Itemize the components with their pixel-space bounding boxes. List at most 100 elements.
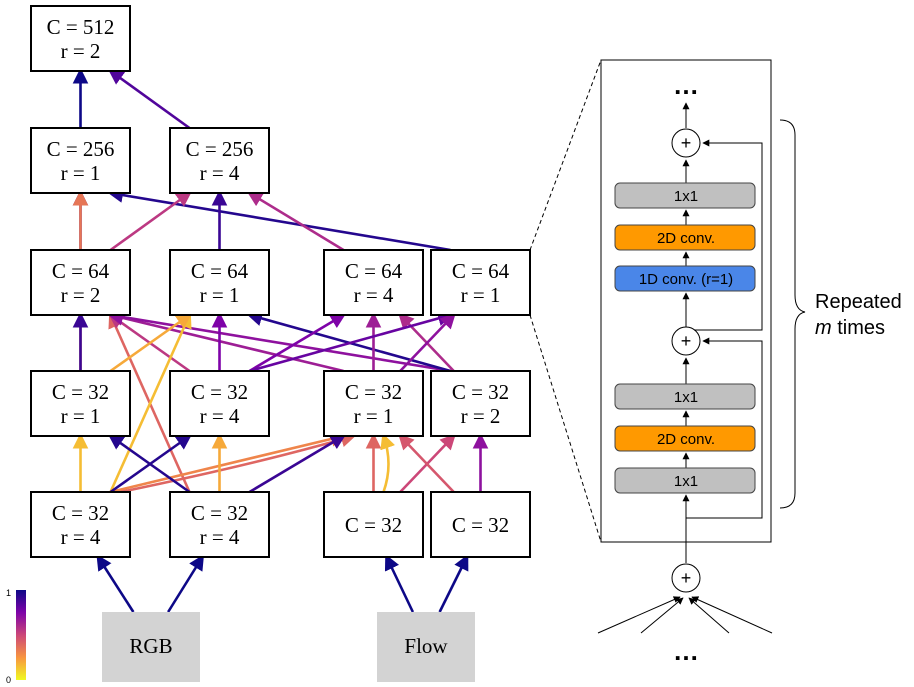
zoom-line-bottom bbox=[529, 314, 602, 543]
node-layer: C = 512 r = 2 C = 256 r = 1 C = 256 r = … bbox=[30, 5, 531, 558]
input-flow-label: Flow bbox=[404, 634, 448, 658]
node-rate-label: r = 1 bbox=[200, 283, 240, 307]
node-c256-r1: C = 256 r = 1 bbox=[30, 127, 131, 194]
layer-2d-conv-upper bbox=[614, 224, 756, 251]
input-flow: Flow bbox=[377, 612, 475, 682]
node-c512-r2: C = 512 r = 2 bbox=[30, 5, 131, 72]
node-c32-r1-a: C = 32 r = 1 bbox=[30, 370, 131, 437]
connection-edge bbox=[107, 434, 191, 494]
node-channels-label: C = 32 bbox=[52, 501, 109, 525]
node-c256-r4: C = 256 r = 4 bbox=[169, 127, 270, 194]
layer-label: 2D conv. bbox=[657, 431, 715, 448]
colorbar-min-label: 0 bbox=[6, 675, 11, 685]
input-rgb-label: RGB bbox=[129, 634, 172, 658]
connection-edge bbox=[399, 312, 456, 372]
connection-edge bbox=[246, 191, 345, 252]
repeat-label-line2: m times bbox=[815, 317, 885, 339]
layer-1x1-lower-a bbox=[614, 383, 756, 410]
top-ellipsis: … bbox=[673, 70, 699, 100]
node-rate-label: r = 2 bbox=[461, 404, 501, 428]
connection-edge bbox=[107, 187, 451, 252]
layer-1x1-upper bbox=[614, 182, 756, 209]
layer-label: 1x1 bbox=[674, 188, 698, 205]
colorbar: 1 0 bbox=[6, 588, 26, 685]
node-channels-label: C = 64 bbox=[345, 259, 403, 283]
node-c64-r1-b: C = 64 r = 1 bbox=[430, 249, 531, 316]
node-rate-label: r = 4 bbox=[61, 525, 101, 549]
node-channels-label: C = 32 bbox=[452, 380, 509, 404]
zoom-line-top bbox=[529, 59, 602, 251]
node-rate-label: r = 1 bbox=[461, 283, 501, 307]
layer-1d-conv bbox=[614, 265, 756, 292]
layer-label: 1x1 bbox=[674, 389, 698, 406]
colorbar-gradient bbox=[16, 590, 26, 680]
node-channels-label: C = 32 bbox=[345, 380, 402, 404]
node-c32-r4-a: C = 32 r = 4 bbox=[169, 370, 270, 437]
node-rate-label: r = 4 bbox=[354, 283, 394, 307]
layer-label: 2D conv. bbox=[657, 230, 715, 247]
node-c32-r4-c: C = 32 r = 4 bbox=[169, 491, 270, 558]
layer-label: 1x1 bbox=[674, 473, 698, 490]
node-channels-label: C = 64 bbox=[452, 259, 510, 283]
input-aggregation: + … bbox=[597, 563, 773, 666]
connection-edge bbox=[398, 433, 455, 493]
connection-edge bbox=[110, 431, 347, 494]
block-detail-panel: … + 1x1 2D conv. 1D conv. (r=1) + 1x1 2D… bbox=[600, 59, 772, 563]
node-rate-label: r = 1 bbox=[61, 404, 101, 428]
connection-layer bbox=[72, 67, 489, 613]
skip-connection-lower bbox=[686, 337, 763, 519]
node-channels-label: C = 32 bbox=[452, 513, 509, 537]
connection-edge bbox=[248, 434, 347, 494]
node-rate-label: r = 2 bbox=[61, 283, 101, 307]
node-channels-label: C = 32 bbox=[345, 513, 402, 537]
node-channels-label: C = 32 bbox=[52, 380, 109, 404]
node-c64-r2: C = 64 r = 2 bbox=[30, 249, 131, 316]
node-c32-flow-b: C = 32 bbox=[430, 491, 531, 558]
node-c64-r1-a: C = 64 r = 1 bbox=[169, 249, 270, 316]
connection-edge bbox=[107, 310, 344, 373]
layer-2d-conv-lower bbox=[614, 425, 756, 452]
node-channels-label: C = 32 bbox=[191, 501, 248, 525]
connection-edge bbox=[438, 554, 469, 613]
connection-edge bbox=[384, 554, 415, 613]
plus-label: + bbox=[681, 133, 692, 153]
connection-edge bbox=[96, 554, 135, 613]
node-rate-label: r = 4 bbox=[200, 525, 240, 549]
connection-edge bbox=[380, 433, 396, 493]
node-c32-flow-a: C = 32 bbox=[323, 491, 424, 558]
node-rate-label: r = 4 bbox=[200, 161, 240, 185]
repeat-bracket: Repeated m times bbox=[779, 119, 902, 509]
connection-edge bbox=[109, 191, 193, 252]
connection-edge bbox=[167, 554, 205, 613]
node-c32-r2: C = 32 r = 2 bbox=[430, 370, 531, 437]
input-rgb: RGB bbox=[102, 612, 200, 682]
layer-1x1-lower-b bbox=[614, 467, 756, 494]
repeat-label-line1: Repeated bbox=[815, 291, 902, 313]
connection-edge bbox=[107, 69, 191, 130]
plus-label: + bbox=[681, 331, 692, 351]
add-node-lower bbox=[671, 326, 701, 356]
colorbar-max-label: 1 bbox=[6, 588, 11, 598]
add-node-upper bbox=[671, 128, 701, 158]
connection-edge bbox=[109, 312, 192, 493]
node-c64-r4: C = 64 r = 4 bbox=[323, 249, 424, 316]
add-node-input bbox=[671, 563, 701, 593]
layer-label: 1D conv. (r=1) bbox=[639, 271, 733, 288]
node-rate-label: r = 1 bbox=[354, 404, 394, 428]
connection-edge bbox=[109, 313, 193, 373]
node-c32-r1-b: C = 32 r = 1 bbox=[323, 370, 424, 437]
node-channels-label: C = 512 bbox=[47, 15, 115, 39]
connection-edge bbox=[249, 310, 454, 373]
plus-label: + bbox=[681, 568, 692, 588]
node-channels-label: C = 256 bbox=[186, 137, 254, 161]
node-rate-label: r = 1 bbox=[61, 161, 101, 185]
connection-edge bbox=[248, 313, 347, 373]
node-rate-label: r = 2 bbox=[61, 39, 101, 63]
node-c32-r4-b: C = 32 r = 4 bbox=[30, 491, 131, 558]
node-channels-label: C = 256 bbox=[47, 137, 115, 161]
node-channels-label: C = 32 bbox=[191, 380, 248, 404]
node-channels-label: C = 64 bbox=[191, 259, 249, 283]
node-channels-label: C = 64 bbox=[52, 259, 110, 283]
node-rate-label: r = 4 bbox=[200, 404, 240, 428]
